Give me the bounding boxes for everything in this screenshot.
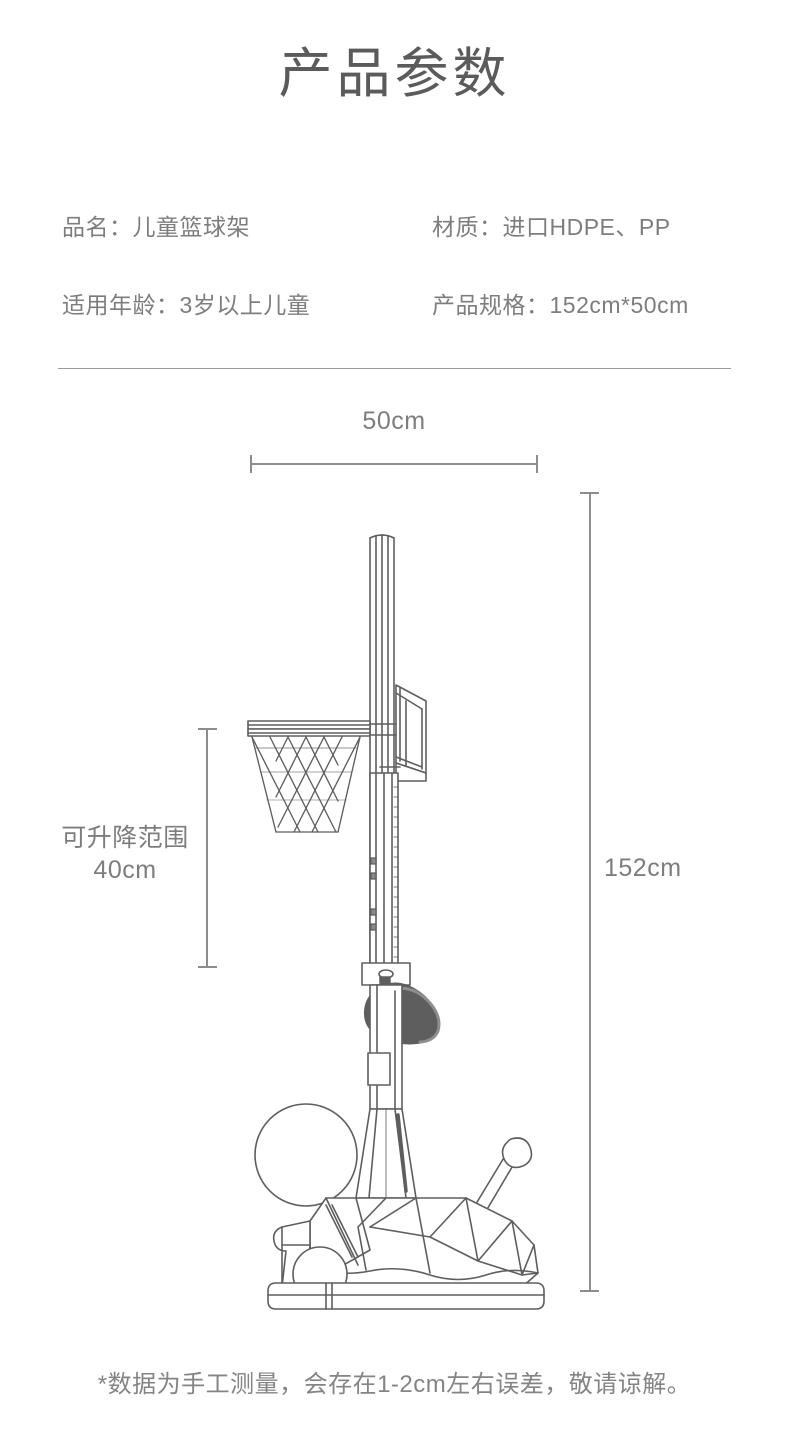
adjustable-range-cap-top bbox=[198, 728, 217, 730]
adjustable-range-cap-bottom bbox=[198, 966, 217, 968]
section-divider bbox=[58, 368, 731, 369]
width-dimension-cap-right bbox=[536, 455, 538, 473]
table-row: 适用年龄：3岁以上儿童 产品规格：152cm*50cm bbox=[62, 288, 732, 366]
spec-product-size: 产品规格：152cm*50cm bbox=[432, 292, 689, 318]
faceted-base bbox=[272, 1197, 539, 1288]
height-notches bbox=[370, 857, 377, 931]
measurement-disclaimer: *数据为手工测量，会存在1-2cm左右误差，敬请谅解。 bbox=[97, 1371, 692, 1398]
telescoping-tube bbox=[369, 772, 399, 966]
base-column bbox=[355, 1108, 417, 1199]
rim bbox=[247, 720, 397, 737]
page-title: 产品参数 bbox=[278, 44, 511, 104]
width-dimension-label: 50cm bbox=[362, 407, 426, 435]
height-dimension-cap-bottom bbox=[580, 1290, 599, 1292]
net bbox=[251, 736, 361, 833]
width-dimension-cap-left bbox=[250, 455, 252, 473]
width-dimension-line bbox=[250, 463, 538, 465]
basketball-stand-illustration bbox=[247, 534, 545, 1310]
spec-table: 品名：儿童篮球架 材质：进口HDPE、PP 适用年龄：3岁以上儿童 产品规格：1… bbox=[62, 210, 732, 366]
table-row: 品名：儿童篮球架 材质：进口HDPE、PP bbox=[62, 210, 732, 288]
lower-pole bbox=[367, 984, 403, 1110]
height-dimension-line bbox=[589, 492, 591, 1292]
net-mesh-diagonals bbox=[251, 736, 361, 833]
spec-product-name: 品名：儿童篮球架 bbox=[62, 214, 250, 240]
spec-suitable-age: 适用年龄：3岁以上儿童 bbox=[62, 292, 311, 318]
height-dimension-label: 152cm bbox=[604, 854, 682, 882]
height-dimension-cap-top bbox=[580, 492, 599, 494]
adjustable-range-line bbox=[206, 728, 208, 968]
base-slab bbox=[267, 1282, 545, 1310]
product-drawing bbox=[230, 505, 570, 1310]
basketball-large bbox=[254, 1103, 358, 1207]
backboard bbox=[379, 684, 427, 782]
adjustable-range-label: 可升降范围 40cm bbox=[61, 824, 189, 884]
spec-material: 材质：进口HDPE、PP bbox=[432, 214, 671, 240]
height-scale bbox=[393, 786, 399, 958]
